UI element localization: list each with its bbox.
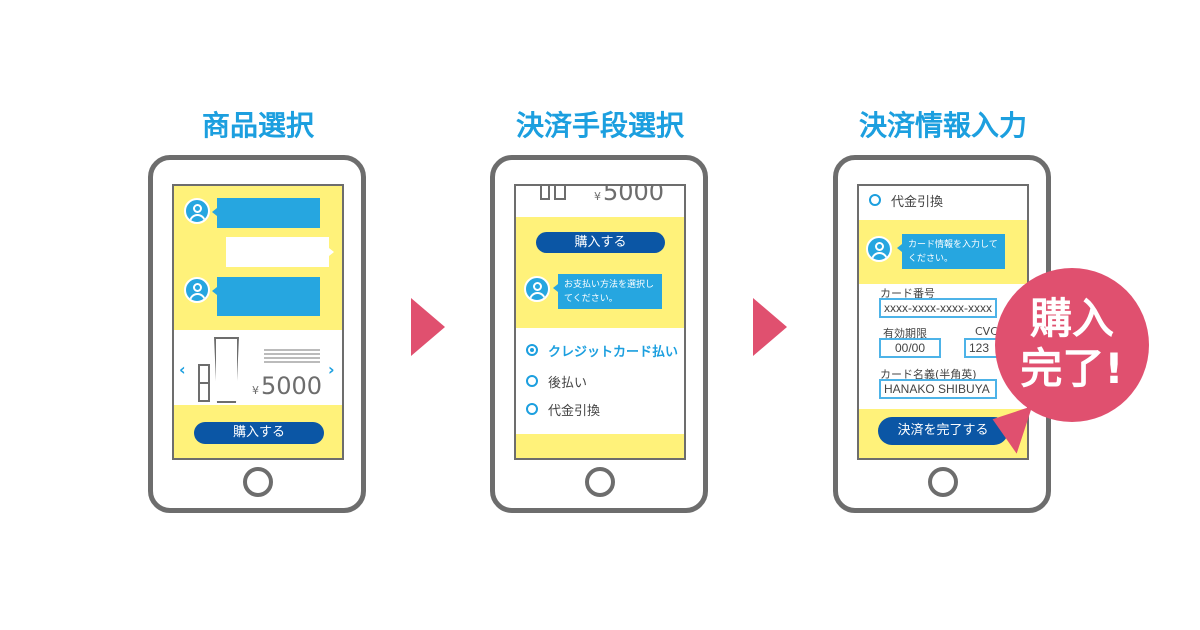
phone-screen: ¥5000 購入する お支払い方法を選択してください。 クレジットカード払い 後… [514,184,686,460]
card-number-label: カード番号 [880,287,935,300]
chevron-left-icon[interactable]: ‹ [179,360,186,379]
phone-payment-method: ¥5000 購入する お支払い方法を選択してください。 クレジットカード払い 後… [490,155,708,513]
product-price: ¥5000 [252,372,323,400]
step-title-payment-info: 決済情報入力 [858,109,1027,142]
radio-deferred-payment[interactable] [526,375,538,387]
product-bottle-icon [198,364,210,402]
step-title-product-selection: 商品選択 [201,109,314,142]
footer-area [516,434,684,458]
product-tube-icon [554,186,566,200]
option-label[interactable]: 代金引換 [891,195,944,210]
phone-screen: 代金引換 カード情報を入力してください。 カード番号 xxxx-xxxx-xxx… [857,184,1029,460]
chat-bubble: お支払い方法を選択してください。 [553,274,662,309]
avatar-icon [524,276,550,302]
card-name-input[interactable]: HANAKO SHIBUYA [879,379,997,399]
card-name-label: カード名義(半角英) [880,368,977,381]
reply-bubble [226,237,334,267]
chat-bubble [212,277,320,316]
home-button [585,467,615,497]
cvc-label: CVC [975,325,998,338]
chevron-right-icon[interactable]: › [328,360,335,379]
product-tube-icon [214,337,239,403]
card-number-input[interactable]: xxxx-xxxx-xxxx-xxxx [879,298,997,318]
option-label[interactable]: 後払い [548,376,588,391]
next-arrow-icon [753,298,787,356]
chat-bubble: カード情報を入力してください。 [897,234,1005,269]
chat-bubble [212,198,320,228]
badge-line1: 購入 [1029,294,1114,343]
home-button [928,467,958,497]
option-label[interactable]: 代金引換 [548,404,601,419]
complete-payment-button[interactable]: 決済を完了する [878,417,1008,445]
phone-product-selection: ‹ › ¥5000 購入する [148,155,366,513]
expiry-label: 有効期限 [883,327,927,340]
expiry-input[interactable]: 00/00 [879,338,941,358]
avatar-icon [866,236,892,262]
product-bottle-icon [540,186,550,200]
radio-cash-on-delivery[interactable] [869,194,881,206]
purchase-complete-badge: 購入 完了! [995,268,1149,422]
badge-line2: 完了! [1020,344,1124,393]
step-title-payment-method: 決済手段選択 [515,109,684,142]
buy-button[interactable]: 購入する [194,422,324,444]
avatar-icon [184,277,210,303]
product-price: ¥5000 [594,184,665,206]
phone-screen: ‹ › ¥5000 購入する [172,184,344,460]
product-description-lines [264,349,320,365]
option-label[interactable]: クレジットカード払い [548,345,679,360]
buy-button[interactable]: 購入する [536,232,665,253]
radio-credit-card[interactable] [526,344,538,356]
radio-cash-on-delivery[interactable] [526,403,538,415]
home-button [243,467,273,497]
next-arrow-icon [411,298,445,356]
avatar-icon [184,198,210,224]
